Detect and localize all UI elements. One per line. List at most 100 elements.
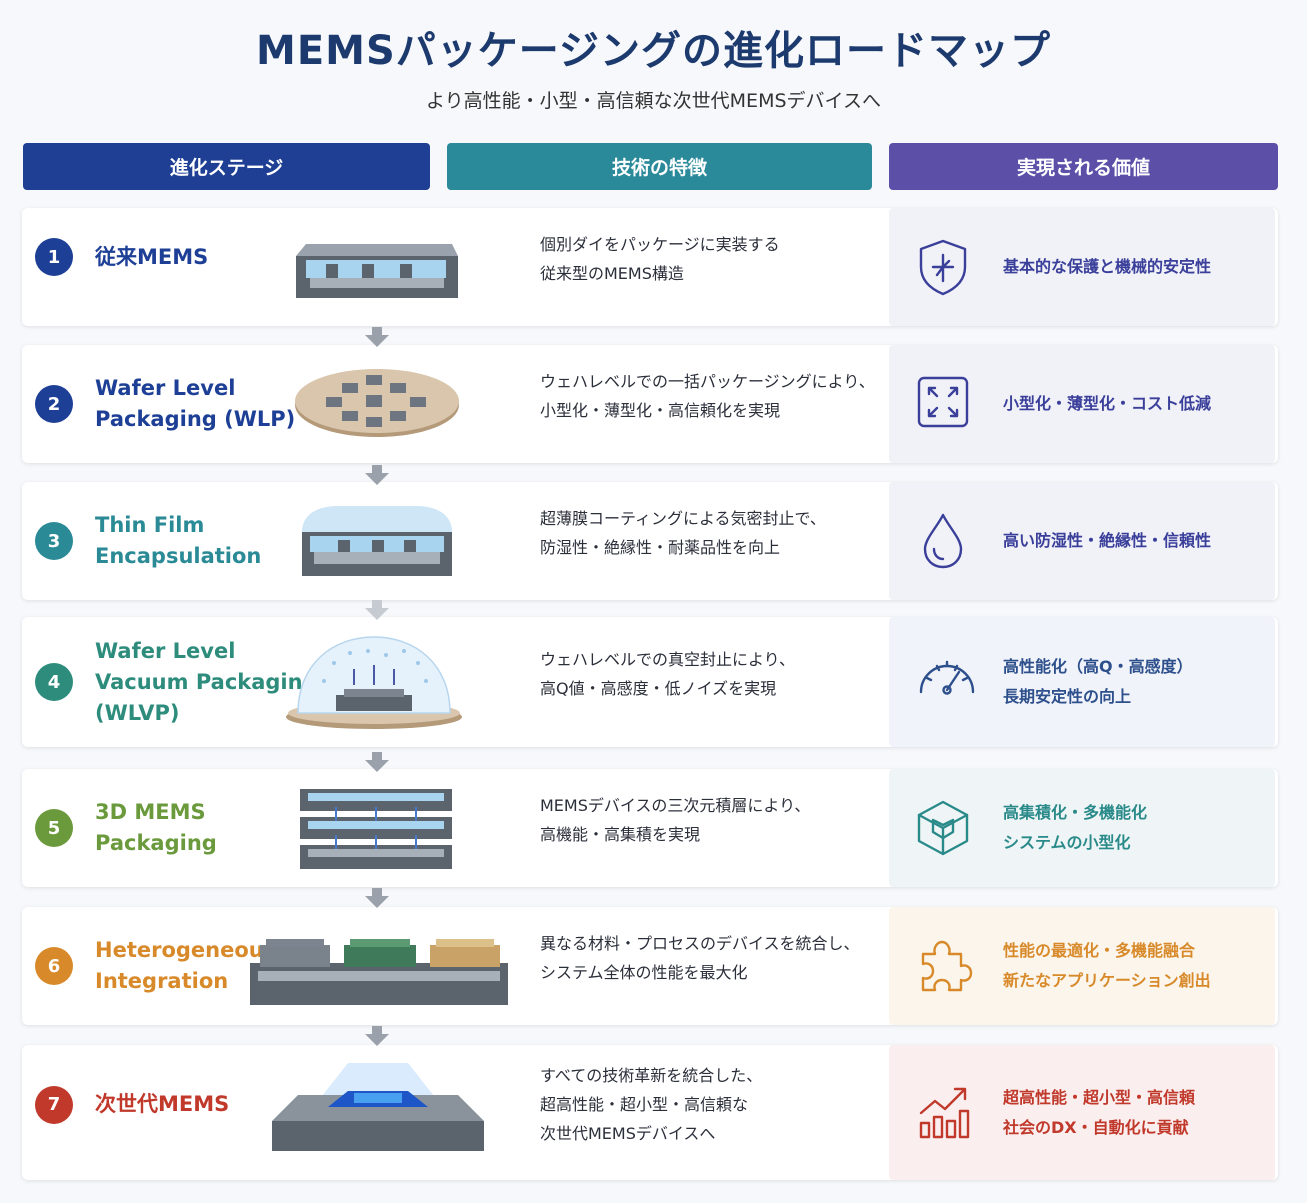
stage-number: 3 [35, 522, 73, 560]
value-box: 超高性能・超小型・高信頼社会のDX・自動化に貢献 [889, 1045, 1275, 1180]
stage-illustration [268, 1061, 488, 1163]
feature-line: 高Q値・高感度・低ノイズを実現 [540, 679, 777, 698]
feature-line: 小型化・薄型化・高信頼化を実現 [540, 401, 781, 420]
header-stage: 進化ステージ [23, 143, 430, 190]
stage-number: 4 [35, 663, 73, 701]
down-arrow-icon [364, 1026, 390, 1050]
water-drop-icon [915, 511, 971, 575]
feature-line: 超薄膜コーティングによる気密封止で、 [540, 509, 826, 528]
gauge-icon [915, 652, 979, 704]
value-text: 超高性能・超小型・高信頼社会のDX・自動化に貢献 [1003, 1083, 1195, 1143]
stage-illustration [296, 783, 456, 877]
value-line: 小型化・薄型化・コスト低減 [1003, 394, 1212, 413]
feature-line: 防湿性・絶縁性・耐薬品性を向上 [540, 538, 781, 557]
stage-row-1: 1 従来MEMS 個別ダイをパッケージに実装する従来型のMEMS構造 基本的な保護と機… [22, 208, 1278, 326]
down-arrow-icon [364, 327, 390, 351]
header-value: 実現される価値 [889, 143, 1278, 190]
feature-line: 異なる材料・プロセスのデバイスを統合し、 [540, 934, 860, 953]
down-arrow-icon [364, 888, 390, 912]
stage-number: 2 [35, 385, 73, 423]
value-text: 小型化・薄型化・コスト低減 [1003, 389, 1211, 419]
value-line: 社会のDX・自動化に貢献 [1003, 1117, 1189, 1137]
down-arrow-icon [364, 465, 390, 489]
growth-chart-icon [915, 1083, 973, 1145]
stage-name-line: Integration [95, 969, 229, 993]
value-box: 基本的な保護と機械的安定性 [889, 208, 1275, 326]
stage-illustration [292, 361, 462, 445]
feature-line: ウェハレベルでの一括パッケージングにより、 [540, 372, 875, 391]
stage-feature: 個別ダイをパッケージに実装する従来型のMEMS構造 [540, 230, 780, 288]
feature-line: 個別ダイをパッケージに実装する [540, 235, 780, 254]
value-line: 長期安定性の向上 [1003, 687, 1132, 706]
value-line: 超高性能・超小型・高信頼 [1003, 1087, 1196, 1107]
feature-line: 次世代MEMSデバイスへ [540, 1124, 716, 1143]
stage-name-line: Wafer Level [95, 638, 236, 663]
stage-number: 6 [35, 947, 73, 985]
feature-line: 従来型のMEMS構造 [540, 264, 684, 283]
value-box: 性能の最適化・多機能融合新たなアプリケーション創出 [889, 907, 1275, 1025]
stage-name: 3D MEMS Packaging [95, 797, 217, 859]
value-line: 高い防湿性・絶縁性・信頼性 [1003, 531, 1212, 550]
value-line: 新たなアプリケーション創出 [1003, 971, 1211, 990]
stage-name-line: Vacuum Packaging [95, 669, 318, 694]
feature-line: MEMSデバイスの三次元積層により、 [540, 796, 811, 815]
value-box: 高性能化（高Q・高感度） 長期安定性の向上 [889, 617, 1275, 747]
down-arrow-icon [364, 752, 390, 776]
feature-line: 高機能・高集積を実現 [540, 825, 701, 844]
stage-name-line: Packaging (WLP) [95, 407, 296, 431]
value-box: 小型化・薄型化・コスト低減 [889, 345, 1275, 463]
stage-number: 1 [35, 238, 73, 276]
stage-row-7: 7 次世代MEMS すべての技術革新を統合した、超高性能・超小型・高信頼な次世代ME… [22, 1045, 1278, 1180]
page-subtitle: より高性能・小型・高信頼な次世代MEMSデバイスへ [426, 90, 881, 112]
stage-number: 5 [35, 809, 73, 847]
stage-row-5: 5 3D MEMS Packaging MEMSデバイスの三次元積層により、高機能・高… [22, 769, 1278, 887]
down-arrow-icon [364, 600, 390, 624]
stage-name: 従来MEMS [95, 242, 208, 273]
stage-name-line: Packaging [95, 831, 217, 855]
shield-icon [915, 237, 971, 301]
stage-feature: すべての技術革新を統合した、超高性能・超小型・高信頼な次世代MEMSデバイスへ [540, 1061, 762, 1148]
stage-name-line: 3D MEMS [95, 800, 206, 824]
stage-feature: ウェハレベルでの真空封止により、高Q値・高感度・低ノイズを実現 [540, 645, 795, 703]
stage-feature: ウェハレベルでの一括パッケージングにより、小型化・薄型化・高信頼化を実現 [540, 367, 875, 425]
stage-name-line: Encapsulation [95, 544, 262, 568]
stage-feature: 異なる材料・プロセスのデバイスを統合し、システム全体の性能を最大化 [540, 929, 860, 987]
stage-name-line: (WLVP) [95, 700, 180, 725]
feature-line: ウェハレベルでの真空封止により、 [540, 650, 796, 669]
value-line: システムの小型化 [1003, 833, 1131, 852]
puzzle-icon [915, 936, 973, 998]
stage-name-line: Heterogeneous [95, 938, 277, 962]
value-text: 高い防湿性・絶縁性・信頼性 [1003, 526, 1211, 556]
stage-name-line: 次世代MEMS [95, 1092, 230, 1116]
value-line: 基本的な保護と機械的安定性 [1003, 257, 1212, 276]
value-line: 高集積化・多機能化 [1003, 803, 1148, 822]
value-box: 高い防湿性・絶縁性・信頼性 [889, 482, 1275, 600]
feature-line: システム全体の性能を最大化 [540, 963, 748, 982]
page-title: MEMSパッケージングの進化ロードマップ [256, 28, 1051, 74]
value-box: 高集積化・多機能化システムの小型化 [889, 769, 1275, 887]
value-line: 高性能化（高Q・高感度） [1003, 657, 1193, 676]
stage-illustration [248, 935, 510, 1011]
value-text: 性能の最適化・多機能融合新たなアプリケーション創出 [1003, 936, 1211, 996]
stage-name-line: 従来MEMS [95, 244, 209, 269]
value-text: 高性能化（高Q・高感度） 長期安定性の向上 [1003, 652, 1193, 712]
stage-name-line: Wafer Level [95, 376, 236, 400]
feature-line: すべての技術革新を統合した、 [540, 1066, 763, 1085]
value-line: 性能の最適化・多機能融合 [1003, 941, 1196, 960]
stage-number: 7 [35, 1085, 73, 1124]
header-feature: 技術の特徴 [447, 143, 872, 190]
value-text: 高集積化・多機能化システムの小型化 [1003, 798, 1147, 858]
feature-line: 超高性能・超小型・高信頼な [540, 1095, 749, 1114]
value-text: 基本的な保護と機械的安定性 [1003, 252, 1211, 282]
stage-feature: MEMSデバイスの三次元積層により、高機能・高集積を実現 [540, 791, 810, 849]
stage-illustration [284, 633, 464, 735]
stage-feature: 超薄膜コーティングによる気密封止で、防湿性・絶縁性・耐薬品性を向上 [540, 504, 826, 562]
stage-illustration [292, 234, 460, 308]
